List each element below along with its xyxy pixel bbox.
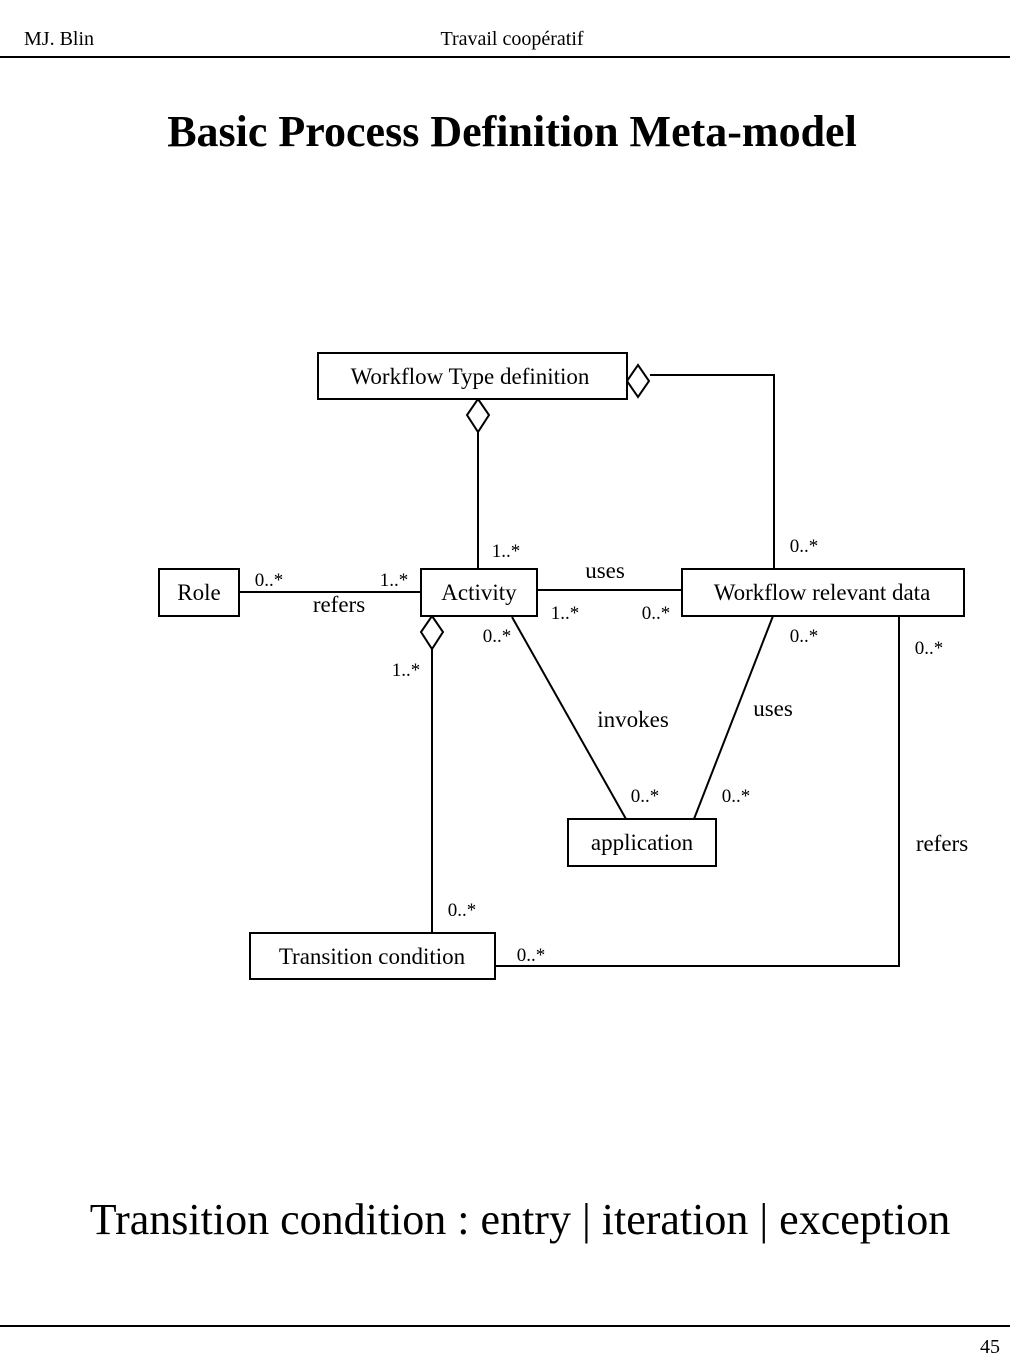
class-box-application: [567, 818, 717, 867]
class-name-application: application: [591, 830, 694, 855]
multiplicity-label: 0..*: [483, 626, 512, 647]
multiplicity-label: 1..*: [551, 603, 580, 624]
association-label-refers-role: refers: [313, 592, 365, 617]
composition-diamond-wtd-right: [625, 363, 651, 399]
association-label-uses-data: uses: [585, 558, 625, 583]
multiplicity-label: 0..*: [642, 603, 671, 624]
page-title: Basic Process Definition Meta-model: [167, 107, 857, 156]
class-name-role: Role: [177, 580, 220, 605]
multiplicity-label: 1..*: [380, 570, 409, 591]
association-line-data-transition: [495, 616, 900, 967]
header-author: MJ. Blin: [24, 28, 95, 50]
multiplicity-label: 0..*: [255, 570, 284, 591]
footer-rule: [0, 1325, 1010, 1327]
class-name-transition-condition: Transition condition: [279, 944, 466, 969]
association-label-invokes: invokes: [597, 707, 669, 732]
composition-diamond-wtd-bottom: [465, 397, 491, 434]
multiplicity-label: 0..*: [448, 900, 477, 921]
multiplicity-label: 1..*: [392, 660, 421, 681]
header-course-title: Travail coopératif: [440, 28, 584, 50]
class-box-transition-condition: [249, 932, 496, 980]
multiplicity-label: 0..*: [631, 786, 660, 807]
page-number: 45: [980, 1336, 1000, 1358]
class-name-workflow-type-definition: Workflow Type definition: [351, 364, 590, 389]
association-label-refers-transition: refers: [916, 831, 968, 856]
association-line-activity-application: [511, 616, 627, 820]
composition-line-wtd-data: [650, 374, 775, 569]
class-box-workflow-type-definition: [317, 352, 628, 400]
multiplicity-label: 1..*: [492, 541, 521, 562]
class-box-workflow-relevant-data: [681, 568, 965, 617]
multiplicity-label: 0..*: [790, 536, 819, 557]
association-label-uses-application: uses: [753, 696, 793, 721]
multiplicity-label: 0..*: [517, 945, 546, 966]
footnote-transition-condition: Transition condition : entry | iteration…: [89, 1195, 951, 1244]
multiplicity-label: 0..*: [915, 638, 944, 659]
class-name-workflow-relevant-data: Workflow relevant data: [714, 580, 931, 605]
class-box-activity: [420, 568, 538, 617]
header-rule: [0, 56, 1010, 58]
multiplicity-label: 0..*: [790, 626, 819, 647]
multiplicity-label: 0..*: [722, 786, 751, 807]
association-line-data-application: [693, 615, 774, 820]
class-box-role: [158, 568, 240, 617]
class-name-activity: Activity: [441, 580, 517, 605]
composition-diamond-activity: [419, 614, 445, 651]
